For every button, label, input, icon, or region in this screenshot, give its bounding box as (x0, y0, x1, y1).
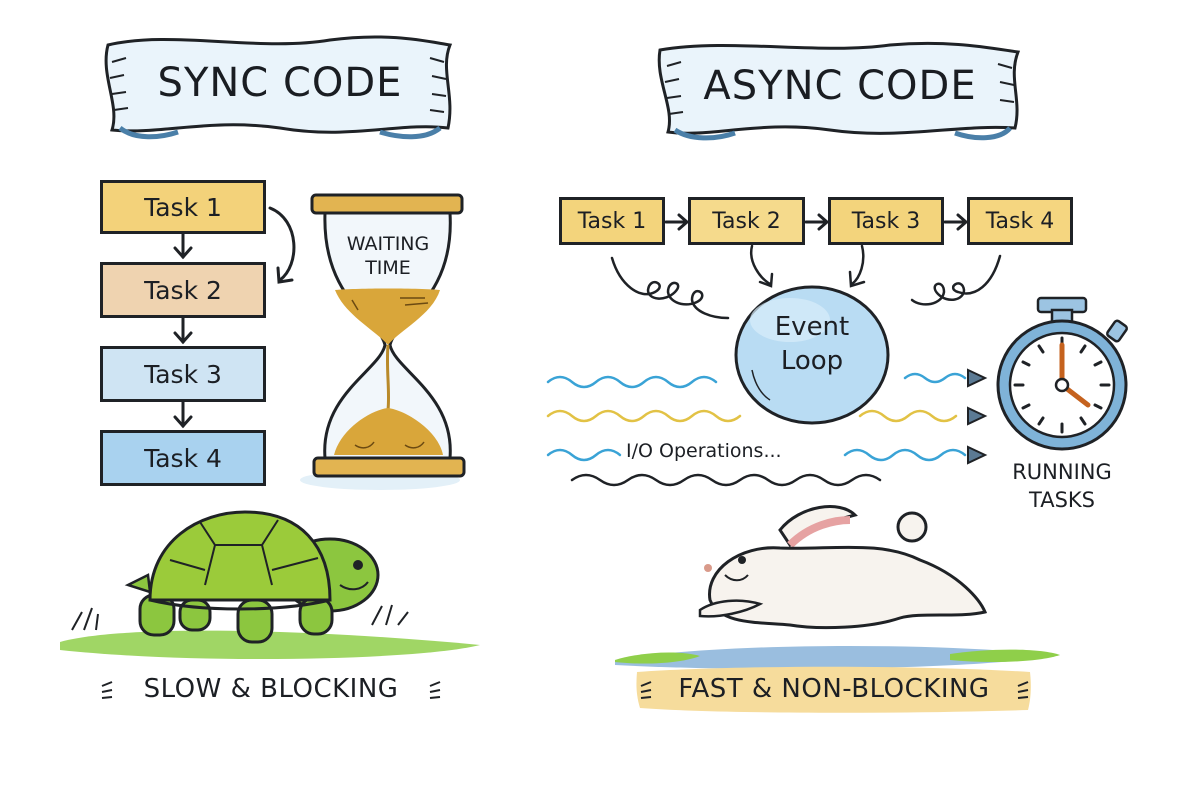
async-caption-highlight (636, 666, 1031, 713)
event-loop-label: Event Loop (752, 310, 872, 378)
running-tasks-line2: TASKS (1029, 488, 1095, 512)
rabbit-illustration (615, 505, 1060, 669)
hourglass-label-line1: WAITING (346, 233, 430, 255)
sync-task-3: Task 3 (100, 346, 266, 402)
sync-banner (104, 35, 453, 140)
async-caption: FAST & NON-BLOCKING (678, 674, 990, 704)
io-arrowheads (967, 368, 988, 465)
event-loop-bubble (734, 285, 890, 425)
async-task-3: Task 3 (828, 197, 944, 245)
event-loop-label-line1: Event (774, 312, 850, 342)
hourglass-label: WAITING TIME (330, 232, 446, 280)
async-flow-arrows (664, 213, 969, 231)
running-tasks-line1: RUNNING (1012, 460, 1112, 484)
sync-caption: SLOW & BLOCKING (143, 674, 399, 704)
sync-task-4-label: Task 4 (144, 443, 222, 473)
hourglass-label-line2: TIME (365, 257, 411, 279)
sync-task-4: Task 4 (100, 430, 266, 486)
sync-task-1-label: Task 1 (144, 192, 222, 222)
running-tasks-label: RUNNING TASKS (990, 458, 1134, 514)
sync-task-1: Task 1 (100, 180, 266, 234)
async-task-4: Task 4 (967, 197, 1073, 245)
io-operations-label: I/O Operations... (626, 440, 782, 462)
async-title: ASYNC CODE (703, 63, 977, 109)
event-loop-connectors (610, 244, 1002, 320)
stopwatch-icon (996, 296, 1128, 451)
sync-task-2: Task 2 (100, 262, 266, 318)
sync-title: SYNC CODE (157, 60, 403, 106)
sync-task-2-label: Task 2 (144, 275, 222, 305)
event-loop-label-line2: Loop (780, 346, 844, 376)
async-task-3-label: Task 3 (851, 208, 921, 234)
caption-dashes (101, 681, 1029, 699)
hourglass-icon (300, 193, 466, 490)
async-task-2-label: Task 2 (712, 208, 781, 234)
sync-task-3-label: Task 3 (144, 359, 222, 389)
async-task-2: Task 2 (688, 197, 805, 245)
turtle-illustration (60, 510, 480, 660)
async-task-1: Task 1 (559, 197, 665, 245)
async-banner (657, 41, 1021, 141)
async-task-4-label: Task 4 (985, 208, 1055, 234)
sync-flow-arrows (173, 206, 296, 429)
io-waves (546, 372, 967, 487)
async-task-1-label: Task 1 (577, 208, 647, 234)
